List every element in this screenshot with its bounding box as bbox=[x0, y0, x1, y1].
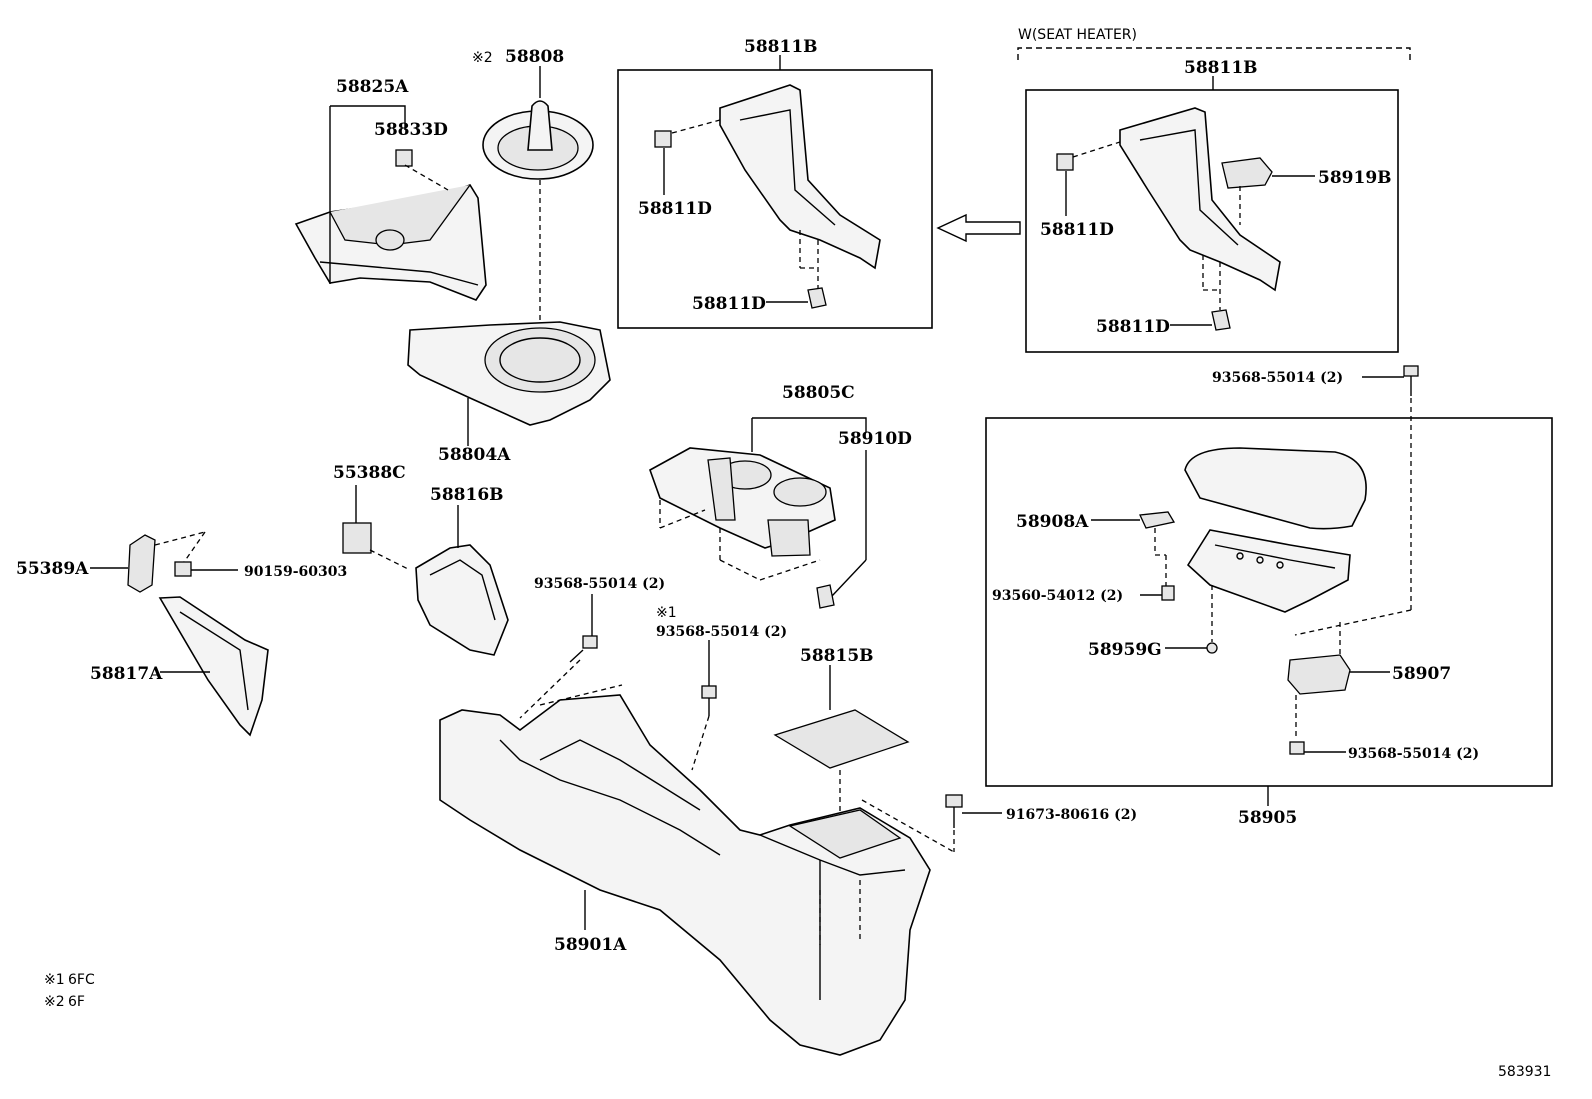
part-58804A-drawing bbox=[407, 321, 611, 426]
console-box-inset bbox=[985, 417, 1553, 787]
part-58805C-drawing bbox=[649, 447, 836, 609]
bolt-91673-drawing bbox=[945, 794, 963, 828]
label-93568-box: 93568-55014 (2) bbox=[1348, 746, 1479, 762]
footnote-1-text: 6FC bbox=[68, 972, 95, 988]
label-58811B-right: 58811B bbox=[1184, 58, 1258, 78]
label-variant: W(SEAT HEATER) bbox=[1018, 27, 1137, 43]
part-58811B-right-drawing bbox=[1056, 107, 1281, 331]
right-inset-box bbox=[1025, 89, 1399, 353]
part-90159-drawing bbox=[174, 561, 192, 577]
label-58811B-left: 58811B bbox=[744, 37, 818, 57]
label-58808-mark: ※2 bbox=[472, 50, 493, 66]
part-55389A-drawing bbox=[127, 534, 156, 593]
label-58907: 58907 bbox=[1392, 664, 1451, 684]
footnote-2-mark: ※2 bbox=[44, 994, 65, 1010]
footnote-2-text: 6F bbox=[68, 994, 85, 1010]
part-58816B-drawing bbox=[415, 544, 509, 656]
label-58811D-left-upper: 58811D bbox=[638, 199, 712, 219]
bolt-93568-top-drawing bbox=[1403, 365, 1419, 396]
label-93568-mid: 93568-55014 (2) bbox=[534, 576, 665, 592]
label-58811D-right-lower: 58811D bbox=[1096, 317, 1170, 337]
part-58825A-drawing bbox=[294, 149, 487, 301]
label-55388C: 55388C bbox=[333, 463, 406, 483]
label-58959G: 58959G bbox=[1088, 640, 1162, 660]
label-58910D: 58910D bbox=[838, 429, 912, 449]
label-58908A: 58908A bbox=[1016, 512, 1089, 532]
label-93568-s1: 93568-55014 (2) bbox=[656, 624, 787, 640]
part-58817A-drawing bbox=[158, 596, 269, 737]
label-58808: 58808 bbox=[505, 47, 564, 67]
part-58811B-left-drawing bbox=[654, 84, 881, 309]
bolt-93568-s1-drawing bbox=[701, 685, 717, 716]
label-93560: 93560-54012 (2) bbox=[992, 588, 1123, 604]
label-93568-s1-mark: ※1 bbox=[656, 605, 677, 621]
part-55388C-drawing bbox=[342, 522, 372, 554]
part-58901A-drawing bbox=[439, 694, 931, 1056]
label-58833D: 58833D bbox=[374, 120, 448, 140]
label-58811D-right-upper: 58811D bbox=[1040, 220, 1114, 240]
label-93568-top: 93568-55014 (2) bbox=[1212, 370, 1343, 386]
label-58804A: 58804A bbox=[438, 445, 511, 465]
label-58805C: 58805C bbox=[782, 383, 855, 403]
part-58815B-drawing bbox=[773, 709, 910, 769]
label-58905: 58905 bbox=[1238, 808, 1297, 828]
label-55389A: 55389A bbox=[16, 559, 89, 579]
label-91673: 91673-80616 (2) bbox=[1006, 807, 1137, 823]
label-58815B: 58815B bbox=[800, 646, 874, 666]
label-58901A: 58901A bbox=[554, 935, 627, 955]
bolt-93568-mid-drawing bbox=[569, 635, 598, 663]
label-58817A: 58817A bbox=[90, 664, 163, 684]
label-58816B: 58816B bbox=[430, 485, 504, 505]
direction-arrow bbox=[936, 213, 1021, 243]
part-58808-drawing bbox=[482, 100, 594, 180]
label-58811D-left-lower: 58811D bbox=[692, 294, 766, 314]
label-90159: 90159-60303 bbox=[244, 564, 347, 580]
part-58905-drawing bbox=[1139, 447, 1367, 755]
label-58825A: 58825A bbox=[336, 77, 409, 97]
footnote-1-mark: ※1 bbox=[44, 972, 65, 988]
left-inset-box bbox=[617, 69, 933, 329]
drawing-number: 583931 bbox=[1498, 1064, 1551, 1080]
label-58919B: 58919B bbox=[1318, 168, 1392, 188]
